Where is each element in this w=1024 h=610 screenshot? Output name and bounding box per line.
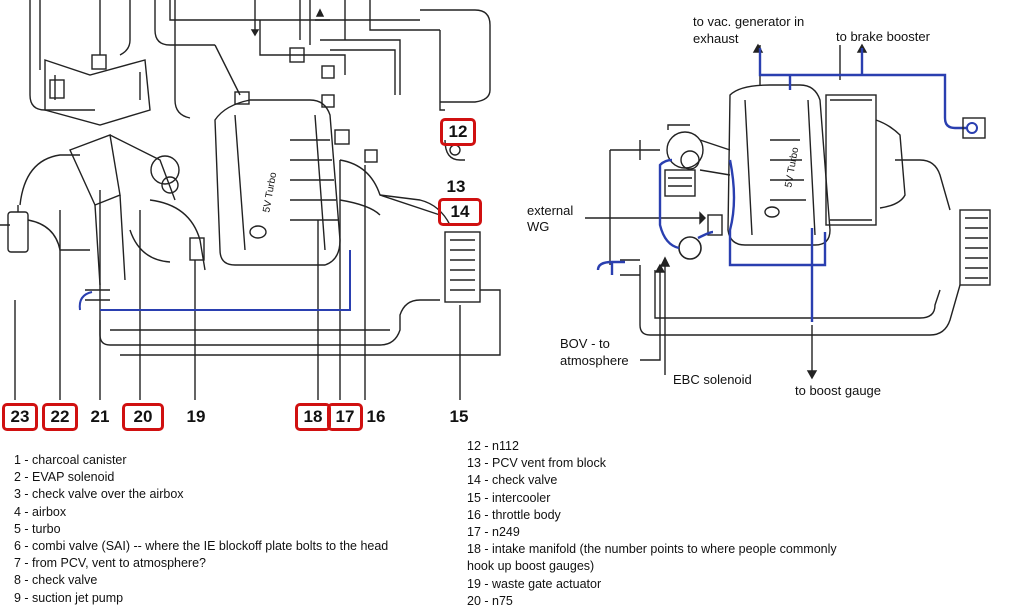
legend-item: 8 - check valve xyxy=(14,573,98,588)
legend-item: hook up boost gauges) xyxy=(467,559,595,574)
legend-item: 17 - n249 xyxy=(467,524,520,539)
legend-item: 15 - intercooler xyxy=(467,490,551,505)
callout-23: 23 xyxy=(2,403,38,431)
legend-item: 13 - PCV vent from block xyxy=(467,456,606,471)
label-brake-booster: to brake booster xyxy=(836,29,930,44)
legend-item: 18 - intake manifold (the number points … xyxy=(467,542,837,557)
callout-18: 18 xyxy=(295,403,331,431)
legend-item: 5 - turbo xyxy=(14,521,61,536)
callout-22: 22 xyxy=(42,403,78,431)
callout-19: 19 xyxy=(186,407,206,426)
legend-item: 16 - throttle body xyxy=(467,507,561,522)
legend-item: 19 - waste gate actuator xyxy=(467,576,602,591)
label-ebc-solenoid: EBC solenoid xyxy=(673,372,752,387)
callout-21: 21 xyxy=(90,407,110,426)
legend-item: 3 - check valve over the airbox xyxy=(14,487,184,502)
legend-item: 9 - suction jet pump xyxy=(14,590,124,605)
callout-14: 14 xyxy=(438,198,482,226)
legend-item: 1 - charcoal canister xyxy=(14,453,127,467)
legend-item: 14 - check valve xyxy=(467,473,558,488)
legend-item: 2 - EVAP solenoid xyxy=(14,470,115,485)
legend-item: 20 - n75 xyxy=(467,593,513,608)
callout-12: 12 xyxy=(440,118,476,146)
legend-item: 12 - n112 xyxy=(467,439,519,453)
callout-15: 15 xyxy=(449,407,469,426)
label-external-wg: external WG xyxy=(527,203,574,234)
label-boost-gauge: to boost gauge xyxy=(795,383,882,398)
legend-item: 7 - from PCV, vent to atmosphere? xyxy=(14,556,206,571)
callout-17: 17 xyxy=(327,403,363,431)
callout-20: 20 xyxy=(122,403,164,431)
callout-13: 13 xyxy=(446,177,466,196)
legend-right: 12 - n112 13 - PCV vent from block 14 - … xyxy=(467,438,837,610)
legend-left: 1 - charcoal canister 2 - EVAP solenoid … xyxy=(14,452,388,607)
legend-item: 6 - combi valve (SAI) -- where the IE bl… xyxy=(14,538,389,553)
legend-item: 4 - airbox xyxy=(14,504,67,519)
label-bov: BOV - to atmosphere xyxy=(560,336,629,368)
label-vac-generator: to vac. generator in exhaust xyxy=(693,14,805,46)
callout-16: 16 xyxy=(366,407,386,426)
